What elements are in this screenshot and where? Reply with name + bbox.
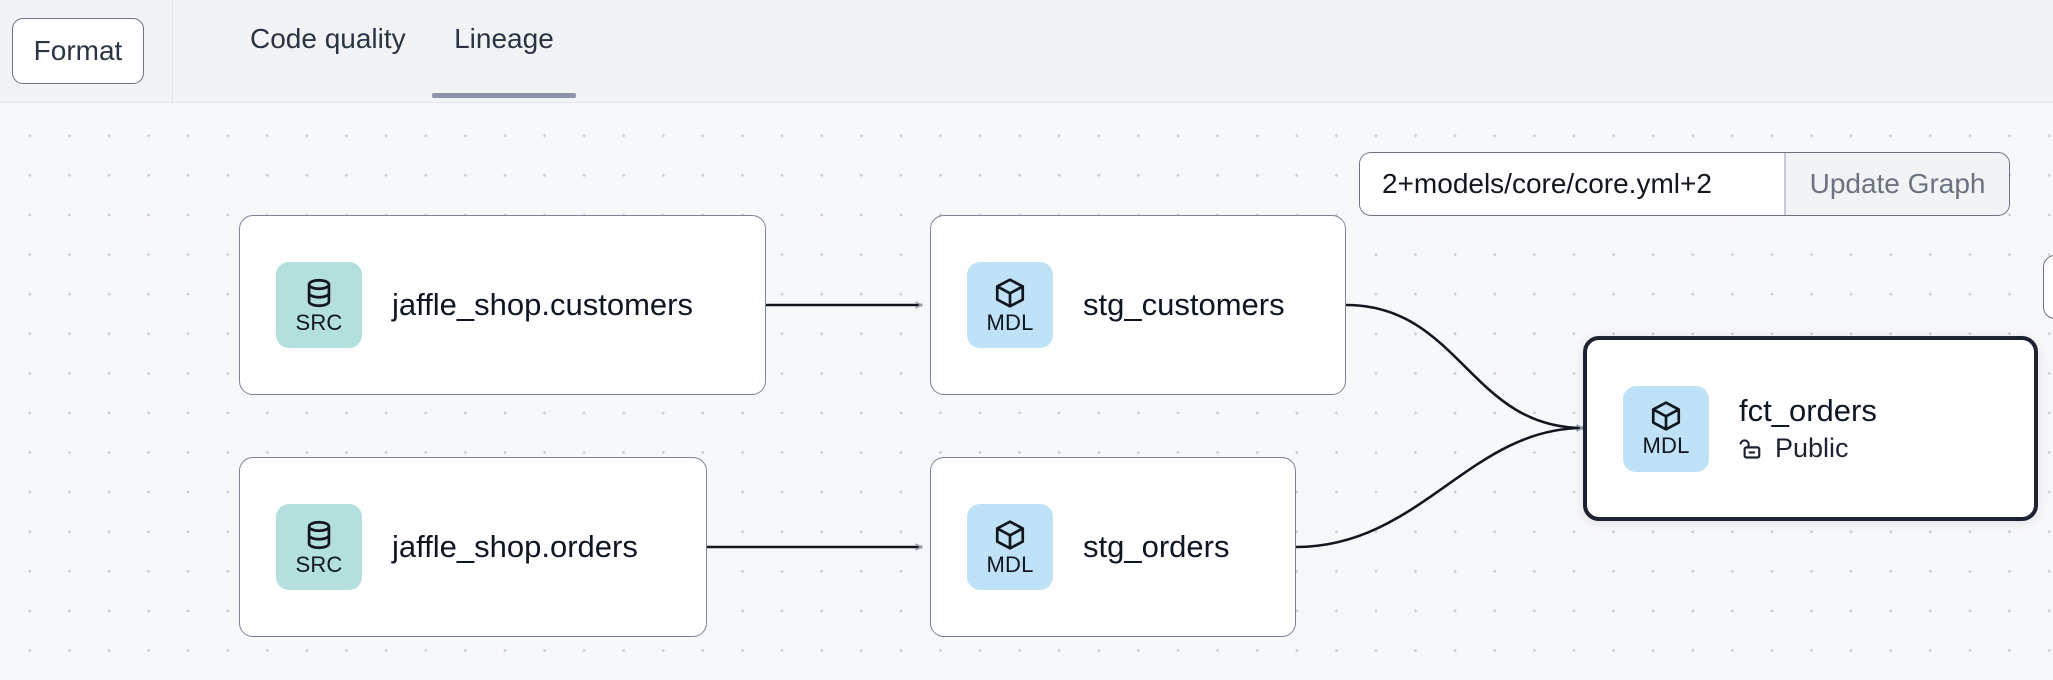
graph-side-control[interactable] [2043,255,2053,319]
node-badge-label: SRC [295,551,343,577]
node-body: stg_orders [1083,528,1229,566]
lineage-node-fct-orders[interactable]: MDL fct_orders Public [1583,336,2038,521]
lineage-node-jaffle-shop-orders[interactable]: SRC jaffle_shop.orders [239,457,707,637]
cube-icon [1651,401,1681,431]
node-body: fct_orders Public [1739,392,1877,465]
graph-selector-control: Update Graph [1359,152,2011,216]
tab-active-indicator [432,93,576,98]
cube-icon [995,519,1025,550]
database-icon [307,278,331,307]
unlock-icon [1739,439,1761,459]
node-badge-label: MDL [1642,433,1690,458]
node-badge-mdl: MDL [967,262,1053,348]
lineage-node-stg-customers[interactable]: MDL stg_customers [930,215,1346,395]
node-body: jaffle_shop.orders [392,528,638,566]
lineage-node-jaffle-shop-customers[interactable]: SRC jaffle_shop.customers [239,215,766,395]
tab-bar: Code quality Lineage [228,0,576,103]
node-access-badge: Public [1739,432,1877,465]
editor-toolbar: Format Code quality Lineage [0,0,2053,103]
lineage-canvas[interactable]: SRC jaffle_shop.customers SRC jaffle_sho… [0,103,2053,680]
node-title: jaffle_shop.orders [392,529,638,564]
edge-stg-orders-to-fct-orders [1295,424,1585,549]
format-button[interactable]: Format [12,18,144,84]
node-body: stg_customers [1083,286,1285,324]
node-title: fct_orders [1739,393,1877,428]
node-title: stg_orders [1083,529,1230,564]
tab-code-quality[interactable]: Code quality [228,0,428,103]
node-title: stg_customers [1083,287,1285,322]
node-badge-src: SRC [276,262,362,348]
edge-stg-customers-to-fct-orders [1345,303,1585,432]
graph-selector-input[interactable] [1360,153,1784,215]
node-access-label: Public [1775,433,1849,463]
node-badge-label: SRC [295,309,343,335]
toolbar-divider [172,0,174,103]
tab-code-quality-label: Code quality [250,23,406,54]
node-badge-mdl: MDL [1623,385,1709,472]
selector-divider [1784,153,1786,215]
database-icon [307,520,331,549]
node-badge-src: SRC [276,504,362,590]
tab-lineage[interactable]: Lineage [432,0,576,103]
tab-lineage-label: Lineage [454,23,554,54]
node-body: jaffle_shop.customers [392,286,693,324]
node-title: jaffle_shop.customers [392,287,693,322]
lineage-node-stg-orders[interactable]: MDL stg_orders [930,457,1296,637]
node-badge-label: MDL [986,551,1034,577]
lineage-edges [707,301,1585,551]
node-badge-mdl: MDL [967,504,1053,590]
node-badge-label: MDL [986,309,1034,335]
cube-icon [995,277,1025,308]
update-graph-button[interactable]: Update Graph [1785,153,2010,215]
